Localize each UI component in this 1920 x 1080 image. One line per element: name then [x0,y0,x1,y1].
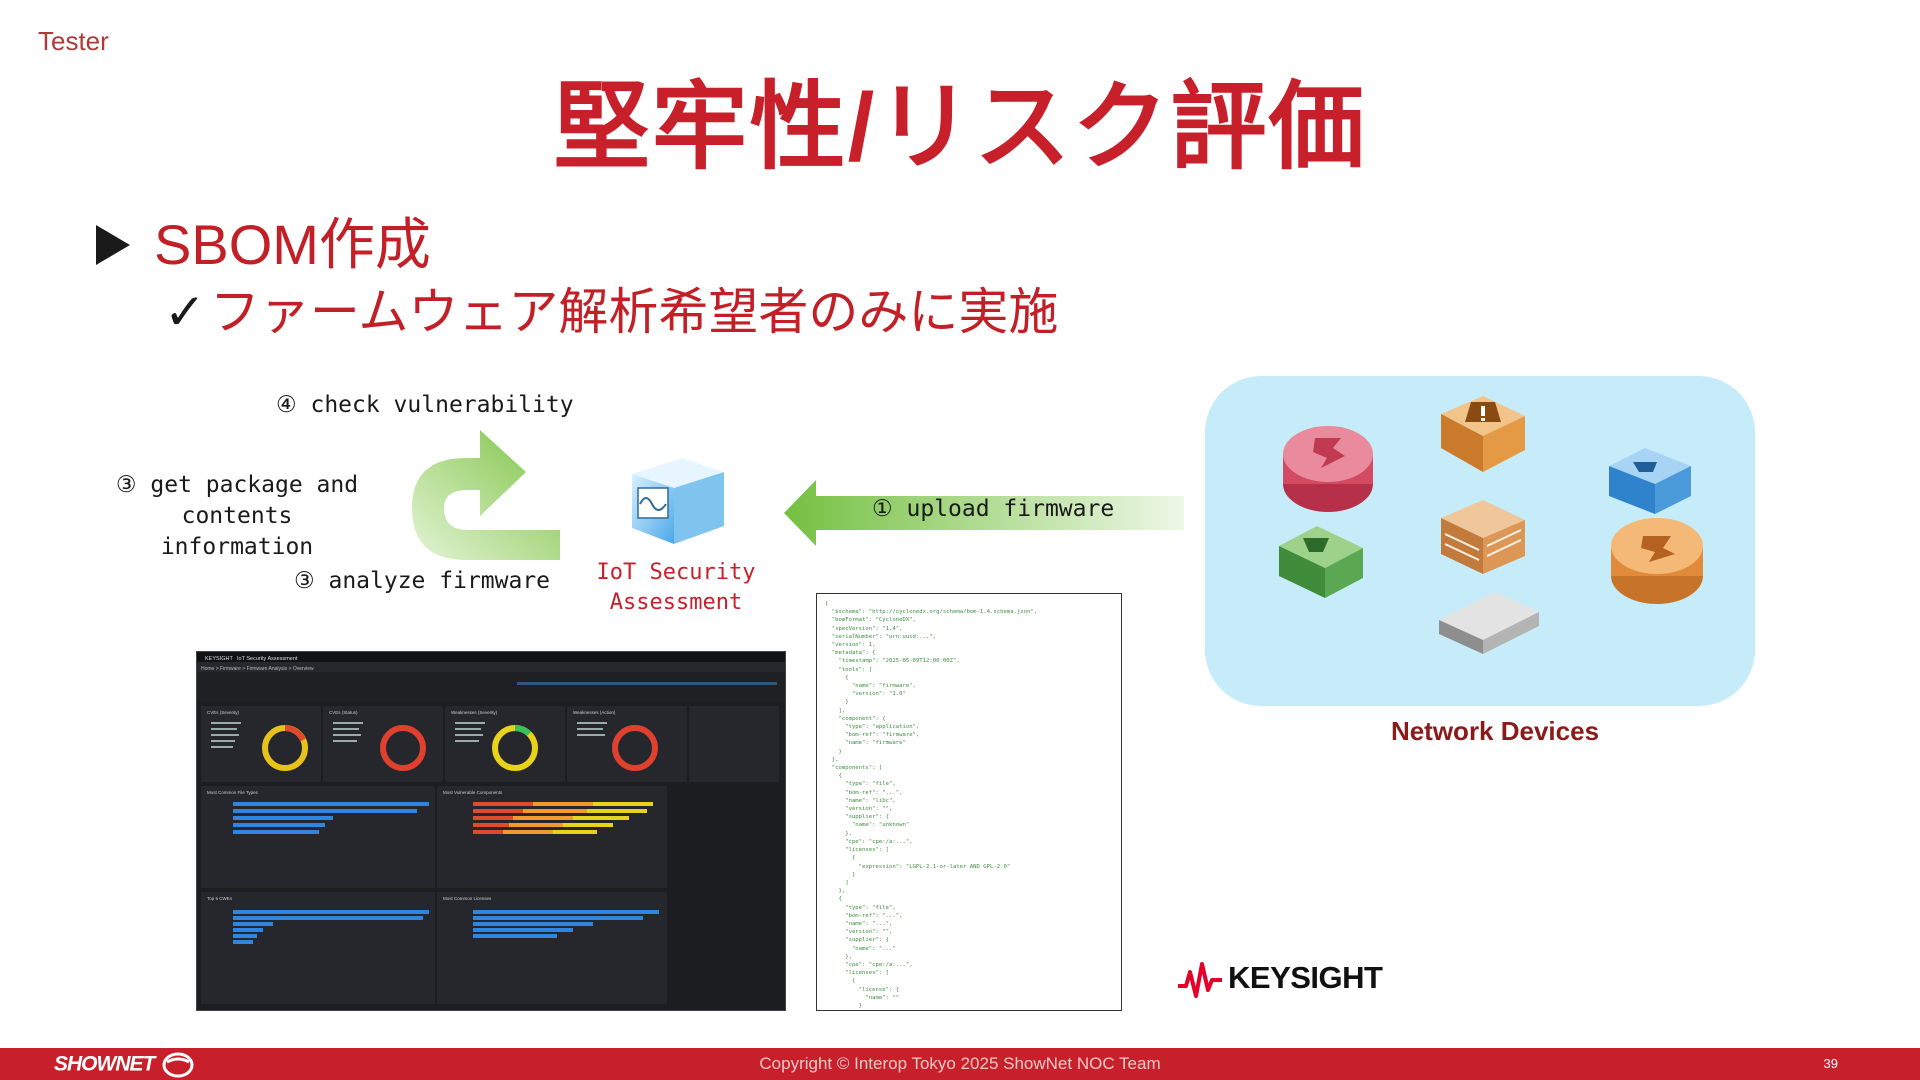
dashboard-app-title: IoT Security Assessment [237,656,298,662]
process-curved-arrow-icon [408,430,564,560]
keysight-logo: KEYSIGHT [1176,960,1224,1005]
slide-title: 堅牢性/リスク評価 [0,68,1920,188]
copyright-text: Copyright © Interop Tokyo 2025 ShowNet N… [0,1054,1920,1074]
donut-cards: CVEs (Severity) CVEs (Status) Weaknesses… [201,706,779,782]
donut-title: Weaknesses (Severity) [451,710,498,715]
keysight-logo-text: KEYSIGHT [1228,960,1382,996]
server-icon [1439,592,1539,654]
network-devices-label: Network Devices [1205,716,1785,747]
step-get-package-line1: ③ get package and [102,470,372,501]
dashboard-brand: KEYSIGHT [205,656,233,662]
keysight-wave-icon [1176,960,1224,1000]
green-switch-icon [1279,526,1363,598]
bullet-level1-text: SBOM作成 [154,213,431,276]
footer-bar: SHOWNET Copyright © Interop Tokyo 2025 S… [0,1048,1920,1080]
checkmark-icon: ✓ [164,284,206,340]
upload-firmware-label: ① upload firmware [872,496,1114,522]
firewall-icon [1441,500,1525,574]
panel-title: Most Vulnerable Components [443,790,503,795]
warning-device-icon [1441,396,1525,472]
bullet-level2: ✓ファームウェア解析希望者のみに実施 [164,282,1058,342]
dashboard-breadcrumb: Home > Firmware > Firmware Analysis > Ov… [201,666,314,672]
iot-appliance-icon [624,452,730,548]
iot-label-line2: Assessment [586,588,766,618]
donut-title: CVEs (Status) [329,710,358,715]
donut-title: Weaknesses (Action) [573,710,616,715]
step-check-vulnerability: ④ check vulnerability [276,392,574,418]
panel-title: Most Common Licenses [443,896,492,901]
bar-panels: Most Common File Types Most Vulnerable C… [201,786,667,1004]
iot-label-line1: IoT Security [586,558,766,588]
tester-tag: Tester [38,26,109,57]
bullet-arrow-icon [96,225,130,265]
iot-assessment-label: IoT Security Assessment [586,558,766,618]
step-get-package-info: ③ get package and contents information [102,470,372,563]
switch-icon [1609,448,1691,514]
bullet-level1: SBOM作成 [96,212,431,278]
bullet-level2-text: ファームウェア解析希望者のみに実施 [210,284,1059,340]
dashboard-illustration: KEYSIGHT IoT Security Assessment Home > … [197,652,785,1010]
network-devices-cloud [1205,376,1755,706]
sbom-json-excerpt: { "$schema": "http://cyclonedx.org/schem… [816,593,1122,1011]
orange-router-icon [1611,518,1703,604]
step-analyze-firmware: ③ analyze firmware [294,568,550,594]
network-devices-illustration [1205,376,1755,706]
panel-title: Top 5 CWEs [207,896,233,901]
sbom-json-text: { "$schema": "http://cyclonedx.org/schem… [817,594,1121,1011]
page-number: 39 [1824,1056,1838,1071]
step-get-package-line2: contents information [102,501,372,563]
dashboard-screenshot: KEYSIGHT IoT Security Assessment Home > … [196,651,786,1011]
donut-title: CVEs (Severity) [207,710,240,715]
panel-title: Most Common File Types [207,790,259,795]
router-icon [1283,426,1373,512]
